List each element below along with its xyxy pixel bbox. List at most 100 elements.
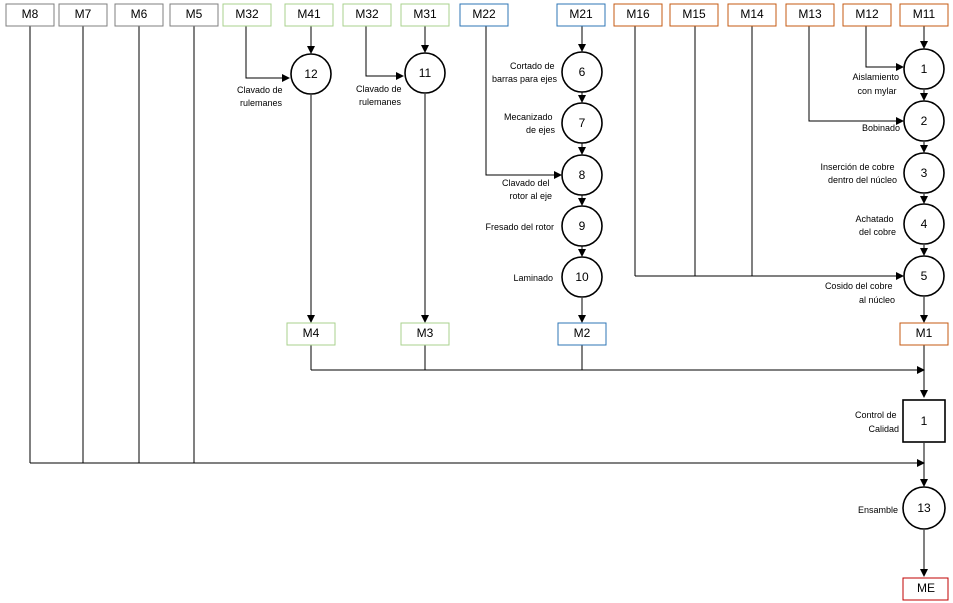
operation-node-2: 2 [903,100,945,142]
material-box-m15: M15 [669,3,719,27]
label-line: Calidad [868,424,899,434]
operation-number: 6 [579,65,586,79]
operation-node-1: 1 [903,48,945,90]
material-box-m16: M16 [613,3,663,27]
operation-label-9: Fresado del rotor [485,222,554,232]
material-box-m3: M3 [400,322,450,346]
operation-node-4: 4 [903,203,945,245]
material-box-m12: M12 [842,3,892,27]
material-label: M3 [417,326,434,340]
material-label: M32 [355,7,379,21]
inspection-label: Control de Calidad [855,410,899,434]
label-line: Bobinado [862,123,900,133]
material-box-m5: M5 [169,3,219,27]
operation-number: 13 [917,501,931,515]
operation-node-9: 9 [561,205,603,247]
line-m13-op2 [808,26,904,125]
inspection-node-1: 1 [902,399,946,443]
operation-label-10: Laminado [513,273,553,283]
line-m12-op1 [865,26,904,71]
material-label: M1 [916,326,933,340]
inspection-number: 1 [921,414,928,428]
label-line: Ensamble [858,505,898,515]
operation-label-13: Ensamble [858,505,898,515]
label-line: Fresado del rotor [485,222,554,232]
label-line: Cosido del cobre [825,281,893,291]
material-label: M41 [297,7,321,21]
operation-node-8: 8 [561,154,603,196]
operation-number: 3 [921,166,928,180]
material-box-m31: M31 [400,3,450,27]
material-label: M4 [303,326,320,340]
label-line: con mylar [857,86,896,96]
operation-number: 12 [304,67,318,81]
label-line: Cortado de [510,61,555,71]
material-label: M8 [22,7,39,21]
top-materials: M8 M7 M6 M5 M32 M41 M32 M31 [5,3,949,27]
operation-node-5: 5 [903,255,945,297]
operation-label-4: Achatado del cobre [855,214,896,237]
material-box-m8: M8 [5,3,55,27]
operation-node-6: 6 [561,51,603,93]
operation-number: 5 [921,269,928,283]
label-line: rulemanes [240,98,283,108]
material-label: M16 [626,7,650,21]
operation-node-11: 11 [404,52,446,94]
operation-number: 11 [419,66,432,80]
material-box-m32b: M32 [342,3,392,27]
label-line: dentro del núcleo [828,175,897,185]
operation-label-2: Bobinado [862,123,900,133]
label-line: al núcleo [859,295,895,305]
material-label: M7 [75,7,92,21]
material-box-m7: M7 [58,3,108,27]
operation-node-13: 13 [902,486,946,530]
label-line: rulemanes [359,97,402,107]
operation-number: 9 [579,219,586,233]
material-box-m1: M1 [899,322,949,346]
material-label: M31 [413,7,437,21]
material-label: M21 [569,7,593,21]
operation-number: 4 [921,217,928,231]
operation-number: 1 [921,62,928,76]
label-line: Mecanizado [504,112,553,122]
operation-label-12: Clavado de rulemanes [237,85,285,108]
material-label: M32 [235,7,259,21]
material-label: M6 [131,7,148,21]
material-label: M13 [798,7,822,21]
line-m32b-op11 [365,26,404,80]
material-box-m13: M13 [785,3,835,27]
material-label: M22 [472,7,496,21]
operation-node-7: 7 [561,102,603,144]
label-line: rotor al eje [509,191,552,201]
connector-lines [29,26,928,577]
operation-label-5: Cosido del cobre al núcleo [825,281,895,305]
label-line: de ejes [526,125,556,135]
label-line: Laminado [513,273,553,283]
operation-label-6: Cortado de barras para ejes [492,61,558,84]
operation-node-12: 12 [290,53,332,95]
material-box-m14: M14 [727,3,777,27]
material-box-m21: M21 [556,3,606,27]
label-line: Clavado de [356,84,402,94]
operation-number: 8 [579,168,586,182]
line-m32a-op12 [245,26,290,82]
operation-node-3: 3 [903,152,945,194]
operation-number: 7 [579,116,586,130]
operation-number: 10 [575,270,589,284]
material-label: M11 [913,7,936,21]
operation-label-3: Inserción de cobre dentro del núcleo [820,162,897,185]
operation-node-10: 10 [561,256,603,298]
material-box-m2: M2 [557,322,607,346]
label-line: del cobre [859,227,896,237]
label-line: Clavado de [237,85,283,95]
intermediate-materials: M4 M3 M2 M1 [286,322,949,346]
operation-label-8: Clavado del rotor al eje [502,178,552,201]
material-label: M2 [574,326,591,340]
label-line: Achatado [855,214,893,224]
material-box-m22: M22 [459,3,509,27]
label-line: Clavado del [502,178,550,188]
label-line: Aislamiento [852,72,899,82]
material-box-m4: M4 [286,322,336,346]
material-box-m6: M6 [114,3,164,27]
